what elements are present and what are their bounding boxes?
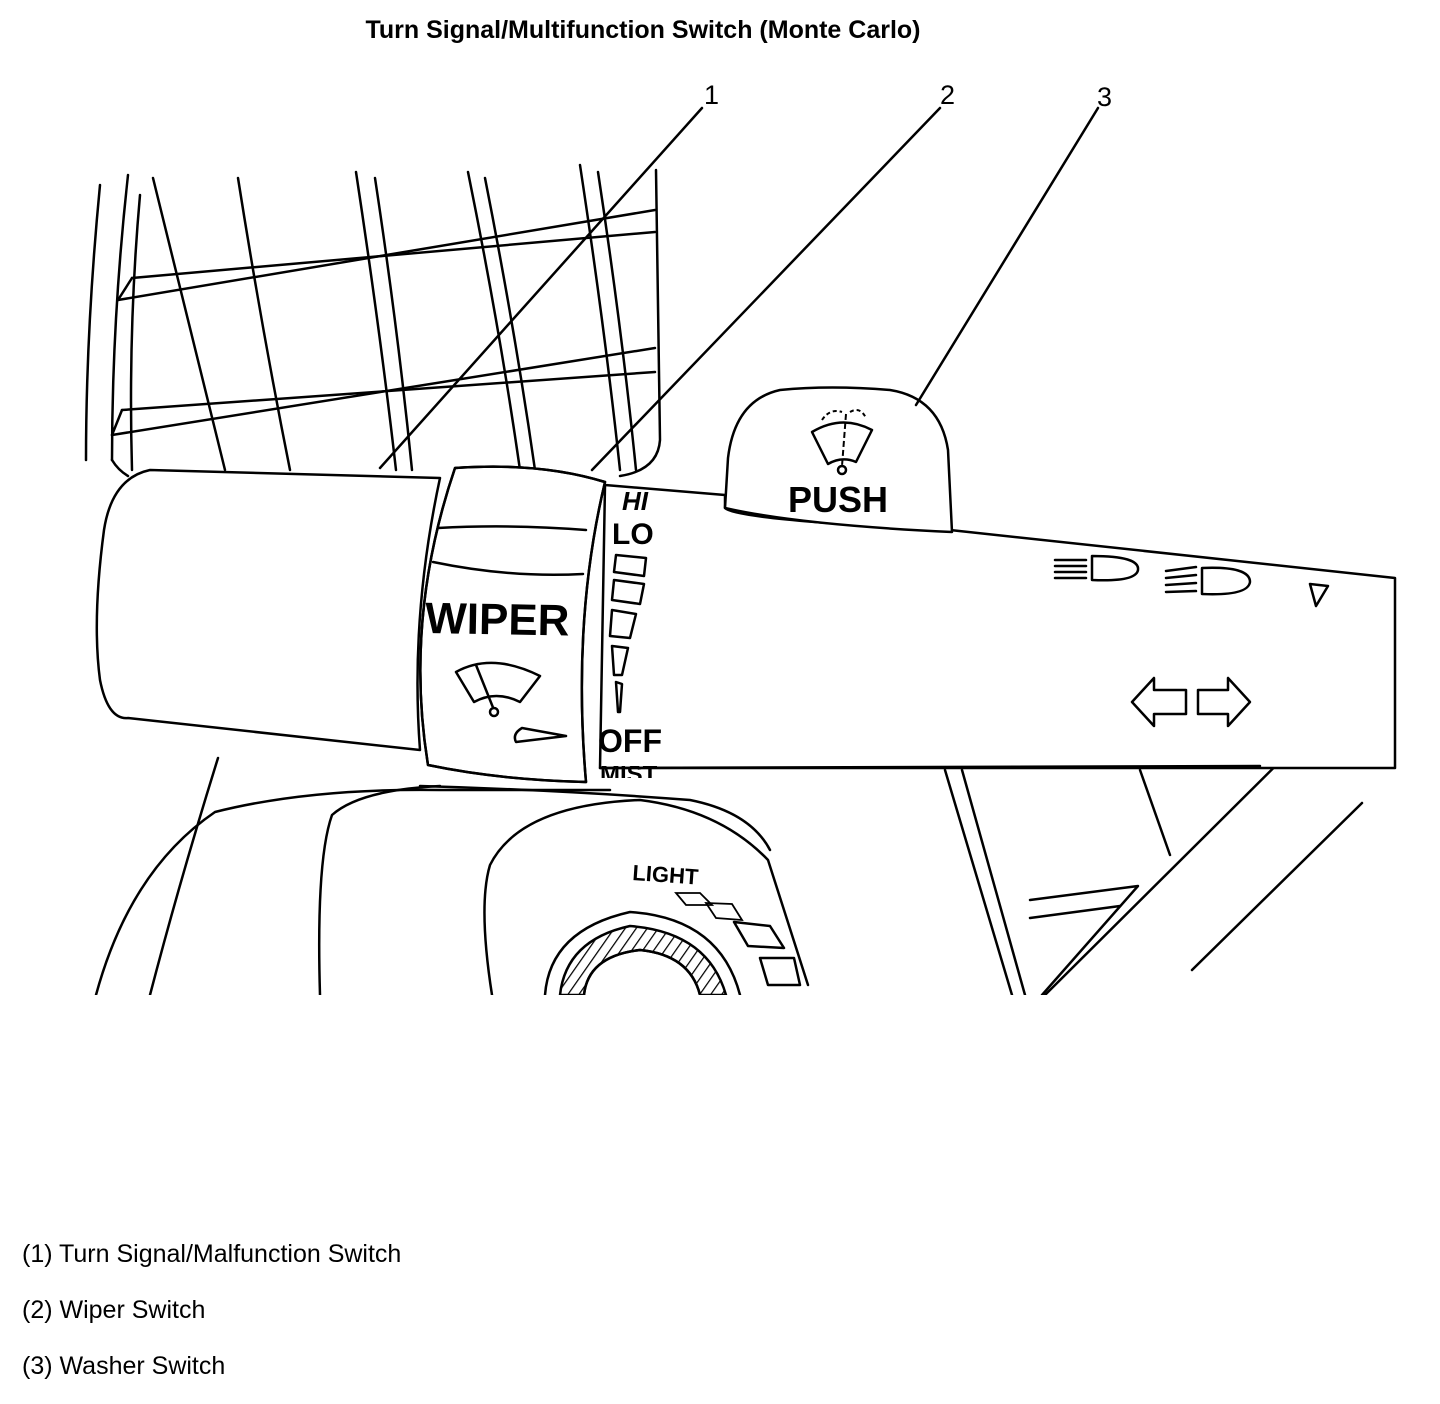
diagram-title: Turn Signal/Multifunction Switch (Monte …: [365, 16, 921, 44]
hi-label: HI: [622, 486, 649, 516]
callout-1: 1: [704, 80, 719, 110]
wiper-label: WIPER: [425, 594, 570, 646]
low-beam-icon: [1164, 565, 1252, 596]
legend-item: (2) Wiper Switch: [22, 1296, 206, 1324]
push-label: PUSH: [788, 479, 888, 520]
mist-label: MIST: [600, 761, 658, 788]
legend-item: (3) Washer Switch: [22, 1352, 226, 1380]
light-ring: LIGHT: [543, 860, 802, 995]
high-beam-icon: [1053, 554, 1140, 582]
washer-switch: PUSH: [723, 386, 954, 534]
lo-label: LO: [612, 518, 654, 551]
legend-item: (1) Turn Signal/Malfunction Switch: [22, 1240, 402, 1268]
turn-right-arrow-icon: [1196, 676, 1252, 728]
multifunction-lever: [95, 465, 1397, 784]
wiper-icon: [454, 661, 542, 718]
flash-to-pass-icon: [1308, 582, 1330, 608]
off-label: OFF: [598, 723, 662, 759]
delay-scale: [608, 553, 648, 714]
steering-wheel-grille: [84, 163, 662, 478]
switch-illustration: LIGHT WIPER HI LO: [84, 80, 1397, 995]
callout-2: 2: [940, 80, 955, 110]
washer-wiper-icon: [810, 409, 874, 476]
turn-left-arrow-icon: [1130, 676, 1188, 728]
legend: (1) Turn Signal/Malfunction Switch (2) W…: [22, 1236, 401, 1404]
light-label: LIGHT: [632, 860, 700, 890]
wiper-switch: WIPER HI LO OFF MIST: [425, 486, 662, 788]
callout-3: 3: [1097, 82, 1112, 112]
callout-leaders: [378, 106, 1100, 472]
